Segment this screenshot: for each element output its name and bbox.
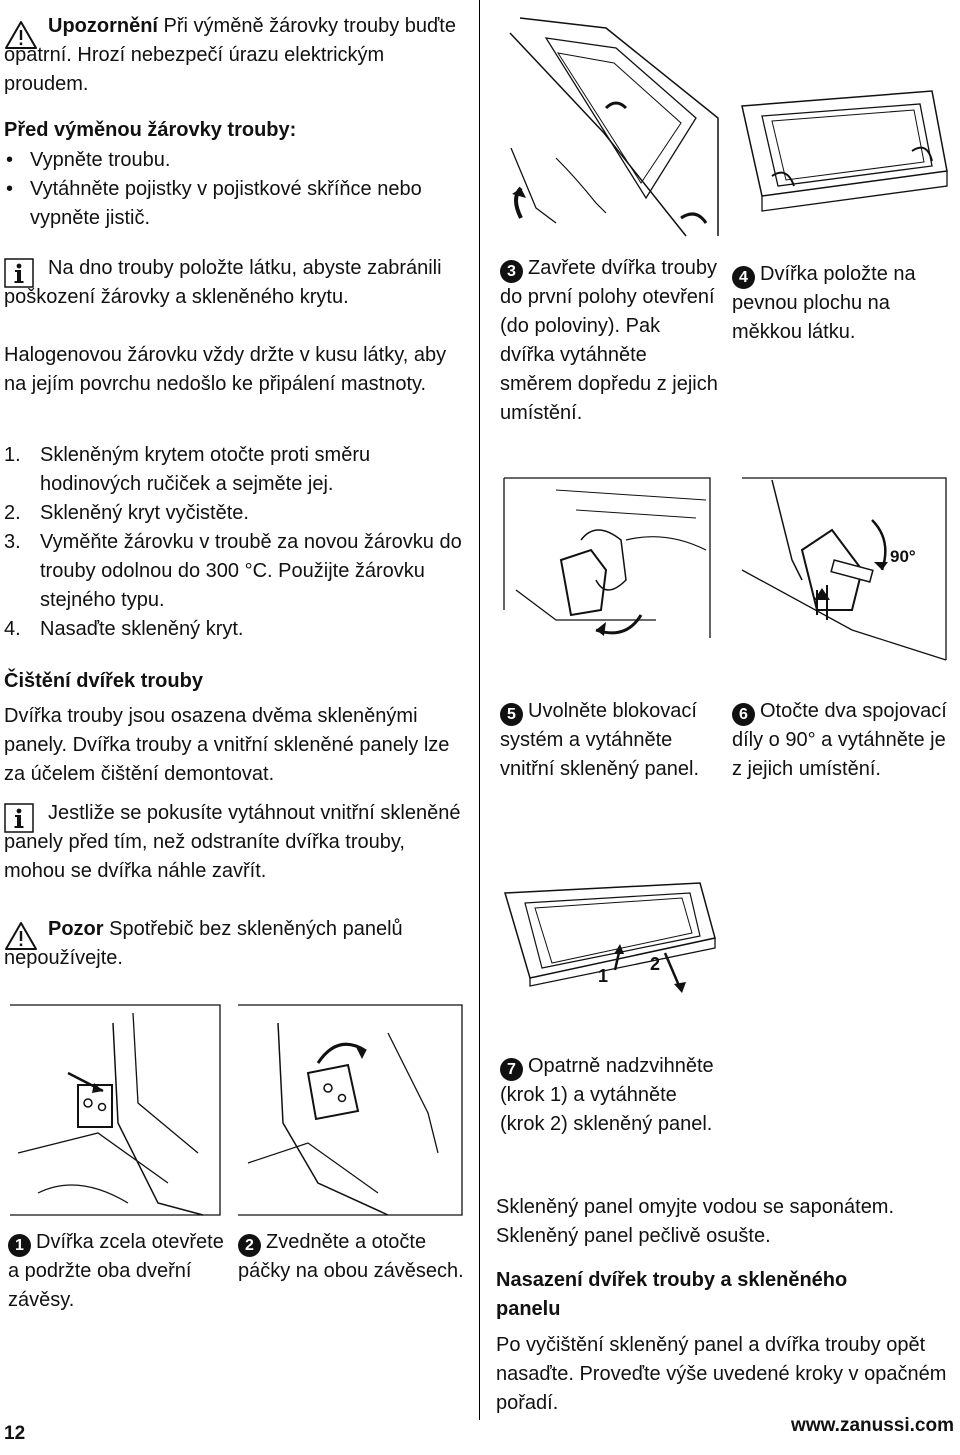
figure-door-flat — [732, 86, 954, 248]
step-number-badge: 4 — [732, 266, 755, 289]
step-number-badge: 5 — [500, 703, 523, 726]
mounting-heading: Nasazení dvířek trouby a skleněného pane… — [496, 1269, 848, 1320]
before-heading: Před výměnou žárovky trouby: — [4, 119, 297, 141]
step-item: 1. Skleněným krytem otočte proti směru ho… — [4, 441, 466, 499]
step-text: Skleněným krytem otočte proti směru hodi… — [40, 444, 371, 495]
caption-text: Otočte dva spojovací díly o 90° a vytáhn… — [732, 700, 947, 780]
figure-hinge-lever — [238, 1003, 472, 1221]
figure-rotate-connectors: 90° — [732, 470, 954, 688]
warning-electric-shock: Upozornění Při výměně žárovky trouby buď… — [4, 12, 466, 99]
step-number: 1. — [4, 444, 21, 466]
step-item: 3. Vyměňte žárovku v troubě za novou žáro… — [4, 528, 466, 615]
step-number: 4. — [4, 618, 21, 640]
figure-angle-label: 90° — [890, 547, 916, 566]
figure-release-lock — [496, 470, 720, 688]
caption-text: Zavřete dvířka trouby do první polohy ot… — [500, 257, 718, 424]
figure-hinge-open — [8, 1003, 230, 1221]
step-number-badge: 7 — [500, 1058, 523, 1081]
caption-text: Opatrně nadzvihněte (krok 1) a vytáhněte… — [500, 1055, 714, 1135]
step-number: 2. — [4, 502, 21, 524]
warning-icon — [4, 20, 38, 50]
step-text: Vyměňte žárovku v troubě za novou žárovk… — [40, 531, 462, 611]
step-number-badge: 3 — [500, 260, 523, 283]
step-text: Nasaďte skleněný kryt. — [40, 618, 244, 640]
warning-label: Pozor — [48, 918, 104, 940]
warning-label: Upozornění — [48, 15, 158, 37]
bullet-item: Vypněte troubu. — [4, 146, 466, 175]
info-door-close-note: Jestliže se pokusíte vytáhnout vnitřní s… — [4, 799, 466, 886]
column-divider — [479, 0, 480, 1420]
bulb-steps: 1. Skleněným krytem otočte proti směru ho… — [4, 441, 466, 644]
before-bullets: Vypněte troubu. Vytáhněte pojistky v poj… — [4, 146, 466, 233]
wash-glass-text: Skleněný panel omyjte vodou se saponátem… — [496, 1196, 895, 1247]
info-cloth-note: Na dno trouby položte látku, abyste zabr… — [4, 254, 466, 312]
caption-text: Uvolněte blokovací systém a vytáhněte vn… — [500, 700, 700, 780]
step-number-badge: 2 — [238, 1234, 261, 1257]
step-item: 2. Skleněný kryt vyčistěte. — [4, 499, 466, 528]
step-number-badge: 6 — [732, 703, 755, 726]
website-url: www.zanussi.com — [791, 1415, 954, 1436]
info-cloth-text: Na dno trouby položte látku, abyste zabr… — [4, 257, 442, 308]
warning-no-glass: Pozor Spotřebič bez skleněných panelů ne… — [4, 915, 466, 973]
step-number: 3. — [4, 531, 21, 553]
warning-text: Spotřebič bez skleněných panelů nepoužív… — [4, 918, 403, 969]
door-cleaning-text: Dvířka trouby jsou osazena dvěma skleněn… — [4, 705, 450, 785]
step-number-badge: 1 — [8, 1234, 31, 1257]
caption-text: Dvířka položte na pevnou plochu na měkko… — [732, 263, 916, 343]
warning-text: Při výměně žárovky trouby buďte opatrní.… — [4, 15, 456, 95]
mounting-text: Po vyčištění skleněný panel a dvířka tro… — [496, 1334, 947, 1414]
step-text: Skleněný kryt vyčistěte. — [40, 502, 249, 524]
step-item: 4. Nasaďte skleněný kryt. — [4, 615, 466, 644]
figure-lift-glass-panel: 1 2 — [500, 878, 722, 1004]
bullet-item: Vytáhněte pojistky v pojistkové skříňce … — [4, 175, 466, 233]
caption-text: Zvedněte a otočte páčky na obou závěsech… — [238, 1231, 464, 1282]
info-icon — [4, 803, 34, 833]
figure-door-half-open — [496, 8, 720, 248]
page-number: 12 — [4, 1423, 26, 1444]
info-door-close-text: Jestliže se pokusíte vytáhnout vnitřní s… — [4, 802, 461, 882]
door-cleaning-heading: Čištění dvířek trouby — [4, 670, 203, 692]
info-halogen-note: Halogenovou žárovku vždy držte v kusu lá… — [4, 344, 447, 395]
info-icon — [4, 258, 34, 288]
figure-step-label-2: 2 — [650, 954, 660, 974]
warning-icon — [4, 921, 38, 951]
figure-step-label-1: 1 — [598, 966, 608, 986]
caption-text: Dvířka zcela otevřete a podržte oba dveř… — [8, 1231, 224, 1311]
